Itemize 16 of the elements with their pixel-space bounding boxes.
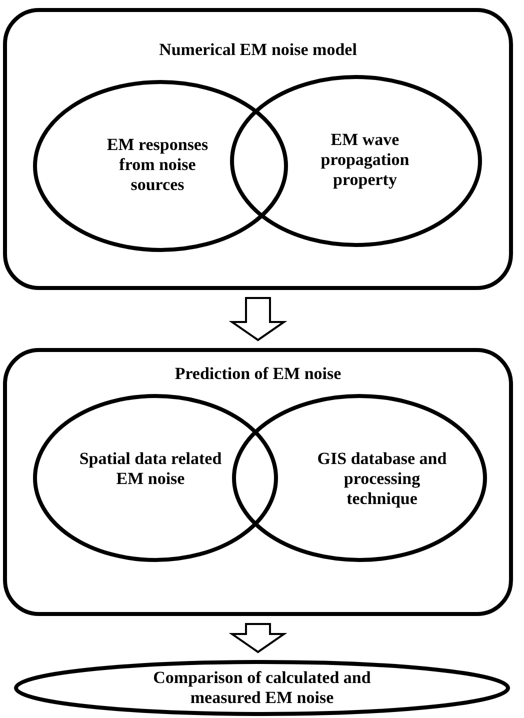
rounded-box bbox=[3, 348, 513, 616]
ellipse bbox=[230, 75, 482, 247]
ellipse-label: EM wave propagation property bbox=[320, 130, 410, 190]
ellipse-label: EM responses from noise sources bbox=[106, 135, 210, 195]
box-heading: Prediction of EM noise bbox=[174, 364, 342, 384]
block-arrow bbox=[228, 623, 288, 654]
ellipse-label: Comparison of calculated and measured EM noise bbox=[152, 668, 372, 708]
ellipse bbox=[33, 80, 288, 252]
ellipse bbox=[33, 394, 278, 562]
rounded-box bbox=[3, 8, 513, 290]
ellipse-label: Spatial data related EM noise bbox=[78, 449, 223, 489]
ellipse bbox=[14, 660, 510, 716]
block-arrow bbox=[228, 297, 288, 342]
box-heading: Numerical EM noise model bbox=[158, 40, 358, 60]
ellipse bbox=[232, 394, 487, 562]
ellipse-label: GIS database and processing technique bbox=[316, 449, 448, 509]
